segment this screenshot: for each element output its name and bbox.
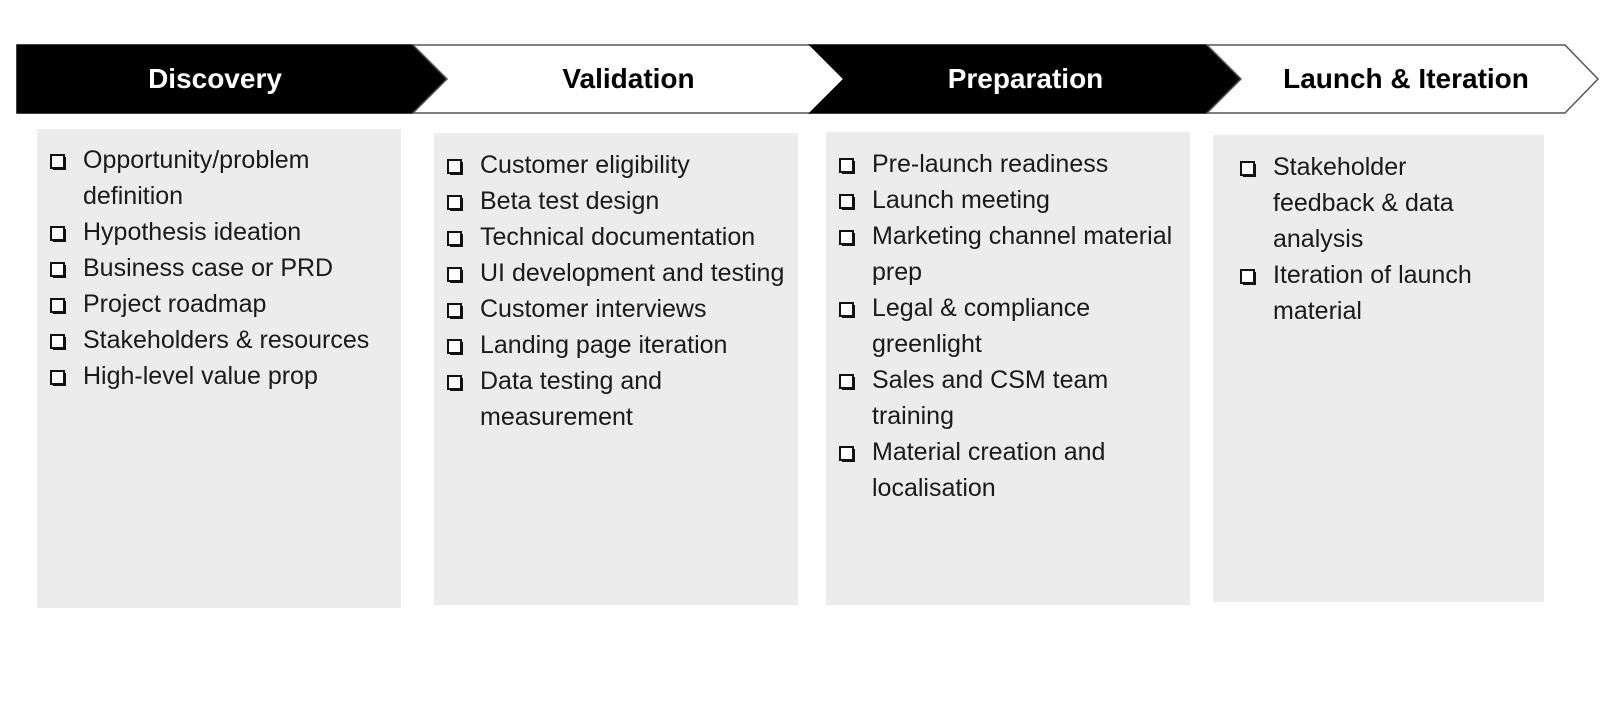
list-item: UI development and testing: [444, 255, 786, 291]
stage-title-launch-iteration: Launch & Iteration: [1283, 63, 1529, 94]
checklist: Customer eligibility Beta test design Te…: [444, 147, 786, 435]
checkbox-icon: [444, 219, 470, 255]
checklist: Pre-launch readiness Launch meeting Mark…: [836, 146, 1178, 506]
checkbox-icon: [444, 147, 470, 183]
list-item: Launch meeting: [836, 182, 1178, 218]
checklist: Stakeholder feedback & data analysis Ite…: [1237, 149, 1504, 329]
list-item: Pre-launch readiness: [836, 146, 1178, 182]
checkbox-icon: [444, 183, 470, 219]
stage-card-launch-iteration: Stakeholder feedback & data analysis Ite…: [1213, 135, 1544, 602]
checkbox-icon: [1237, 149, 1263, 185]
checkbox-icon: [444, 327, 470, 363]
checkbox-icon: [444, 255, 470, 291]
list-item: Legal & compliance greenlight: [836, 290, 1178, 362]
checkbox-icon: [836, 362, 862, 398]
checkbox-icon: [47, 250, 73, 286]
list-item-text: Pre-launch readiness: [872, 150, 1109, 178]
list-item: Iteration of launch material: [1237, 257, 1504, 329]
checkbox-icon: [1237, 257, 1263, 293]
list-item: Material creation and localisation: [836, 434, 1178, 506]
list-item-text: Stakeholders & resources: [83, 326, 370, 354]
list-item-text: High-level value prop: [83, 362, 318, 390]
list-item: Customer interviews: [444, 291, 786, 327]
list-item-text: Opportunity/problem definition: [83, 146, 310, 210]
stage-title-discovery: Discovery: [148, 63, 282, 94]
list-item: Sales and CSM team training: [836, 362, 1178, 434]
checkbox-icon: [444, 291, 470, 327]
stage-card-discovery: Opportunity/problem definition Hypothesi…: [37, 129, 401, 608]
checkbox-icon: [836, 290, 862, 326]
list-item: Project roadmap: [47, 286, 389, 322]
stage-card-preparation: Pre-launch readiness Launch meeting Mark…: [826, 132, 1190, 605]
list-item-text: Iteration of launch material: [1273, 261, 1472, 325]
list-item: Landing page iteration: [444, 327, 786, 363]
stage-arrow-launch: [1205, 44, 1600, 114]
list-item: Beta test design: [444, 183, 786, 219]
stage-card-validation: Customer eligibility Beta test design Te…: [434, 133, 798, 605]
checkbox-icon: [47, 214, 73, 250]
list-item-text: Launch meeting: [872, 186, 1050, 214]
list-item: Customer eligibility: [444, 147, 786, 183]
list-item: Stakeholder feedback & data analysis: [1237, 149, 1504, 257]
list-item-text: Stakeholder feedback & data analysis: [1273, 153, 1454, 253]
list-item: Stakeholders & resources: [47, 322, 389, 358]
list-item-text: Customer eligibility: [480, 151, 690, 179]
list-item-text: Project roadmap: [83, 290, 267, 318]
checklist: Opportunity/problem definition Hypothesi…: [47, 142, 389, 394]
list-item-text: Beta test design: [480, 187, 660, 215]
list-item: Marketing channel material prep: [836, 218, 1178, 290]
list-item-text: Technical documentation: [480, 223, 756, 251]
list-item: Technical documentation: [444, 219, 786, 255]
checkbox-icon: [836, 434, 862, 470]
stage-title-preparation: Preparation: [947, 63, 1104, 94]
checkbox-icon: [836, 218, 862, 254]
checkbox-icon: [836, 182, 862, 218]
list-item-text: Customer interviews: [480, 295, 707, 323]
list-item-text: Marketing channel material prep: [872, 222, 1173, 286]
checkbox-icon: [47, 322, 73, 358]
list-item: Business case or PRD: [47, 250, 389, 286]
checkbox-icon: [444, 363, 470, 399]
checkbox-icon: [47, 358, 73, 394]
checkbox-icon: [47, 142, 73, 178]
list-item-text: Material creation and localisation: [872, 438, 1106, 502]
list-item: High-level value prop: [47, 358, 389, 394]
checkbox-icon: [836, 146, 862, 182]
list-item-text: Hypothesis ideation: [83, 218, 302, 246]
stage-title-validation: Validation: [562, 63, 695, 94]
list-item-text: Landing page iteration: [480, 331, 728, 359]
list-item: Data testing and measurement: [444, 363, 786, 435]
stage-arrows: [16, 44, 1600, 114]
list-item-text: Sales and CSM team training: [872, 366, 1109, 430]
list-item-text: Data testing and measurement: [480, 367, 663, 431]
list-item: Opportunity/problem definition: [47, 142, 389, 214]
list-item-text: UI development and testing: [480, 259, 785, 287]
list-item-text: Business case or PRD: [83, 254, 334, 282]
list-item-text: Legal & compliance greenlight: [872, 294, 1091, 358]
checkbox-icon: [47, 286, 73, 322]
list-item: Hypothesis ideation: [47, 214, 389, 250]
